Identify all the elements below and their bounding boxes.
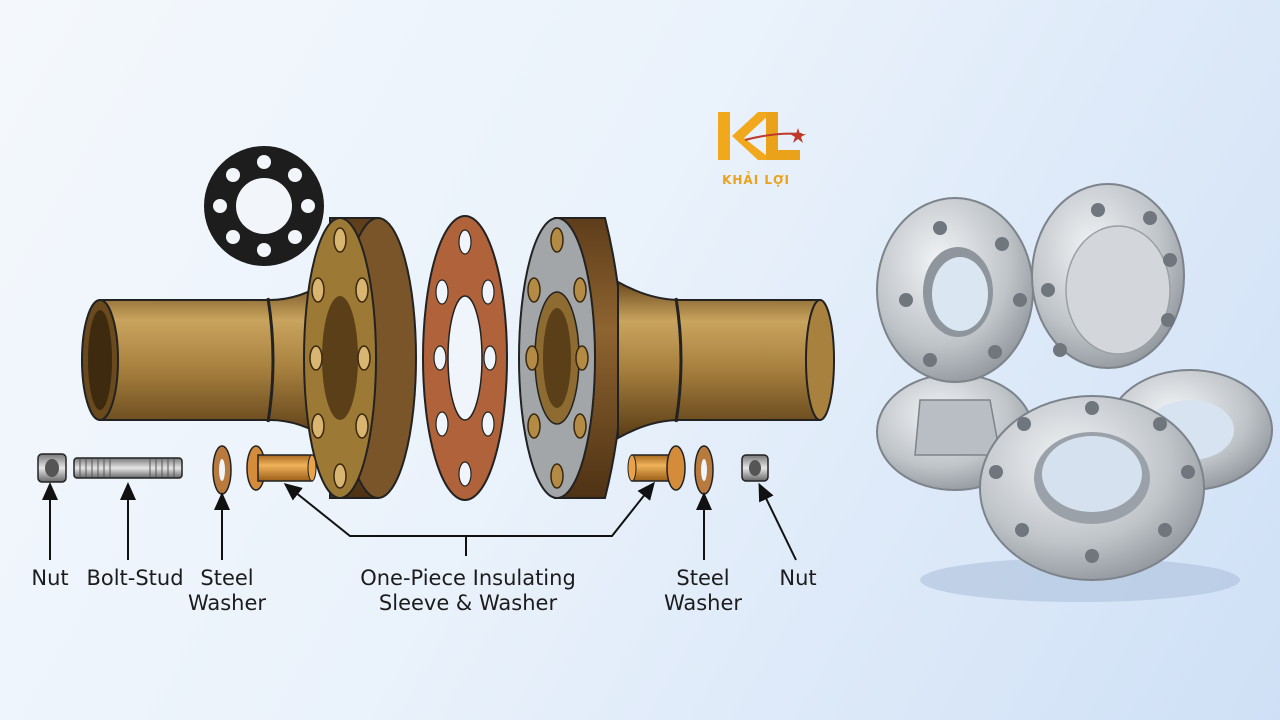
steel-washer-right-part	[694, 445, 714, 495]
label-insulating-sleeve-line1: One-Piece Insulating	[360, 566, 576, 590]
label-steel-washer-right-line2: Washer	[663, 591, 743, 615]
black-gasket	[204, 146, 324, 266]
arrow-nut-right	[758, 482, 797, 561]
label-steel-washer-left-line1: Steel	[200, 566, 254, 590]
label-bolt-stud-text: Bolt-Stud	[86, 566, 184, 590]
leader-arrows	[42, 481, 797, 561]
label-nut-left-text: Nut	[31, 566, 69, 590]
bolt-stud-part	[73, 457, 183, 479]
label-bolt-stud: Bolt-Stud	[80, 566, 190, 591]
brand-logo	[718, 112, 806, 160]
label-steel-washer-right-line1: Steel	[676, 566, 730, 590]
nut-left-part	[37, 453, 67, 483]
label-insulating-sleeve-line2: Sleeve & Washer	[378, 591, 558, 615]
left-pipe	[81, 278, 331, 442]
steel-flanges-photo	[876, 183, 1273, 602]
right-pipe	[617, 280, 835, 440]
steel-washer-left-part	[212, 445, 232, 495]
label-steel-washer-right: Steel Washer	[648, 566, 758, 616]
label-insulating-sleeve: One-Piece Insulating Sleeve & Washer	[340, 566, 596, 616]
nut-right-part	[741, 454, 769, 482]
brand-name: KHẢI LỢI	[722, 173, 790, 187]
sleeve-right-part	[627, 445, 686, 491]
insulating-gasket	[422, 215, 508, 501]
label-steel-washer-left-line2: Washer	[187, 591, 267, 615]
label-nut-right: Nut	[766, 566, 830, 591]
label-steel-washer-left: Steel Washer	[172, 566, 282, 616]
arrow-sleeve	[283, 483, 467, 556]
sleeve-left-part	[246, 445, 317, 491]
label-nut-right-text: Nut	[779, 566, 817, 590]
right-flange	[518, 217, 624, 499]
arrow-sleeve-right	[466, 481, 655, 537]
left-flange	[303, 217, 417, 499]
label-nut-left: Nut	[18, 566, 82, 591]
